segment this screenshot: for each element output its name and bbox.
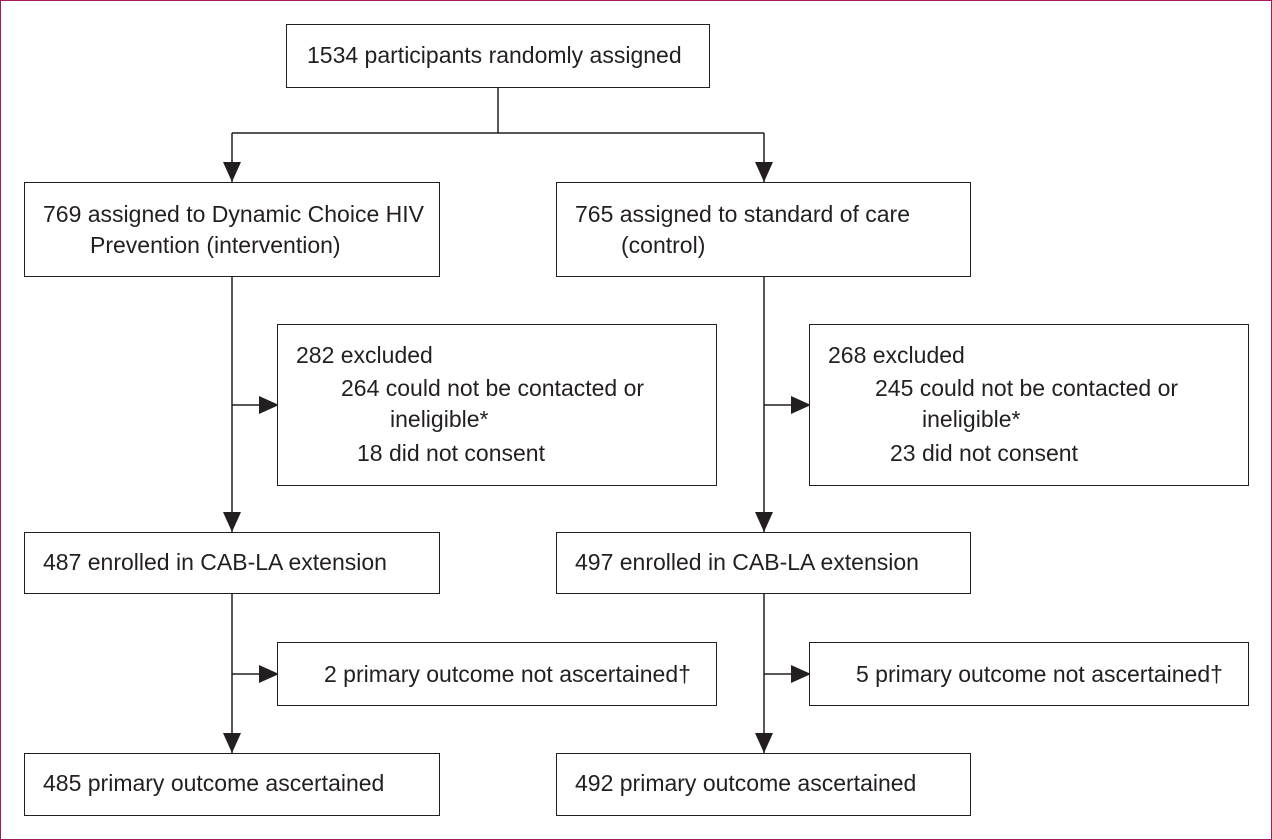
control-enrolled-box: 497 enrolled in CAB-LA extension	[556, 532, 971, 594]
control-assigned-box: 765 assigned to standard of care (contro…	[556, 182, 971, 277]
control-excluded-box: 268 excluded 245 could not be contacted …	[809, 324, 1249, 486]
intervention-excluded-reason-1-line-2: ineligible*	[390, 406, 489, 432]
intervention-enrolled-text: 487 enrolled in CAB-LA extension	[43, 549, 387, 575]
intervention-not-ascertained-text: 2 primary outcome not ascertained†	[324, 661, 691, 687]
intervention-excluded-header: 282 excluded	[296, 342, 433, 368]
intervention-excluded-box: 282 excluded 264 could not be contacted …	[277, 324, 717, 486]
intervention-ascertained-box: 485 primary outcome ascertained	[24, 753, 440, 816]
intervention-ascertained-text: 485 primary outcome ascertained	[43, 770, 385, 796]
control-ascertained-box: 492 primary outcome ascertained	[556, 753, 971, 816]
control-excluded-header: 268 excluded	[828, 342, 965, 368]
control-not-ascertained-box: 5 primary outcome not ascertained†	[809, 642, 1249, 706]
intervention-excluded-reason-2: 18 did not consent	[357, 440, 545, 466]
control-excluded-reason-1-line-1: 245 could not be contacted or	[875, 375, 1179, 401]
intervention-enrolled-box: 487 enrolled in CAB-LA extension	[24, 532, 440, 594]
intervention-assigned-line-2: Prevention (intervention)	[90, 232, 341, 258]
control-excluded-reason-2: 23 did not consent	[890, 440, 1078, 466]
intervention-assigned-box: 769 assigned to Dynamic Choice HIV Preve…	[24, 182, 440, 277]
control-enrolled-text: 497 enrolled in CAB-LA extension	[575, 549, 919, 575]
intervention-assigned-line-1: 769 assigned to Dynamic Choice HIV	[43, 201, 424, 227]
control-not-ascertained-text: 5 primary outcome not ascertained†	[856, 661, 1223, 687]
randomised-box: 1534 participants randomly assigned	[286, 24, 710, 88]
control-assigned-line-1: 765 assigned to standard of care	[575, 201, 911, 227]
intervention-not-ascertained-box: 2 primary outcome not ascertained†	[277, 642, 717, 706]
randomised-text: 1534 participants randomly assigned	[307, 42, 682, 68]
control-excluded-reason-1-line-2: ineligible*	[922, 406, 1021, 432]
control-assigned-line-2: (control)	[621, 232, 706, 258]
control-ascertained-text: 492 primary outcome ascertained	[575, 770, 917, 796]
intervention-excluded-reason-1-line-1: 264 could not be contacted or	[341, 375, 645, 401]
